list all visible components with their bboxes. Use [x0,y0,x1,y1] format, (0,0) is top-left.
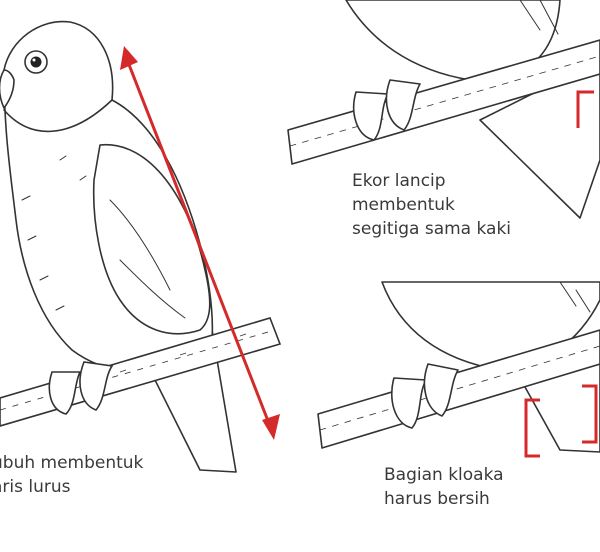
caption-main-line1: ubuh membentuk [0,453,144,473]
tail-closeup-illustration [287,0,600,219]
bird-full-illustration [0,20,237,473]
caption-cloaca: Bagian kloaka harus bersih [384,463,584,511]
bird-beak [0,69,15,109]
bracket-icon-tail [576,90,594,128]
caption-tail: Ekor lancip membentuk segitiga sama kaki [352,169,552,241]
double-headed-arrow-icon [120,46,280,440]
caption-body-straight: ubuh membentuk aris lurus [0,451,202,499]
caption-tail-line1: Ekor lancip [352,171,446,191]
caption-tail-line3: segitiga sama kaki [352,219,512,239]
caption-tail-line2: membentuk [352,195,455,215]
cloaca-closeup-illustration [317,281,600,453]
bird-wing [92,144,211,335]
caption-cloaca-line2: harus bersih [384,489,490,509]
bird-feet-left [48,361,114,415]
perch-bottom-right [317,329,600,449]
caption-cloaca-line1: Bagian kloaka [384,465,504,485]
bracket-icon-cloaca [524,384,598,458]
caption-main-line2: aris lurus [0,477,71,497]
